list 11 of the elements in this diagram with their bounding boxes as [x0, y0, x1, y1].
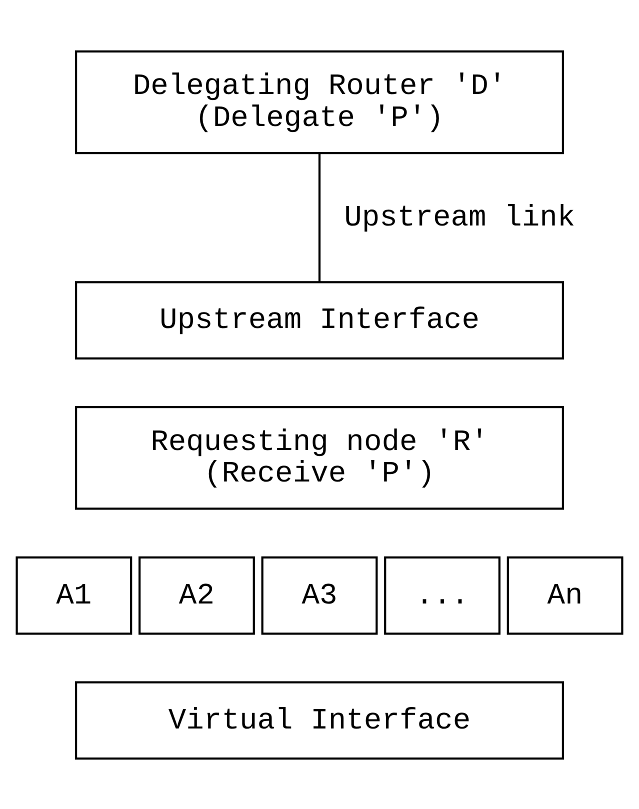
node-box: A2 [138, 556, 255, 634]
node-box: Requesting node 'R' (Receive 'P') [75, 406, 564, 510]
connector [318, 152, 321, 282]
node-box: A1 [16, 556, 132, 634]
node-box: An [506, 556, 624, 634]
edge-label: Upstream link [344, 200, 576, 234]
node-box: Virtual Interface [75, 680, 564, 760]
node-box: Delegating Router 'D' (Delegate 'P') [75, 50, 564, 154]
node-box: ... [384, 556, 500, 634]
node-box: A3 [261, 556, 378, 634]
node-box: Upstream Interface [75, 280, 564, 359]
